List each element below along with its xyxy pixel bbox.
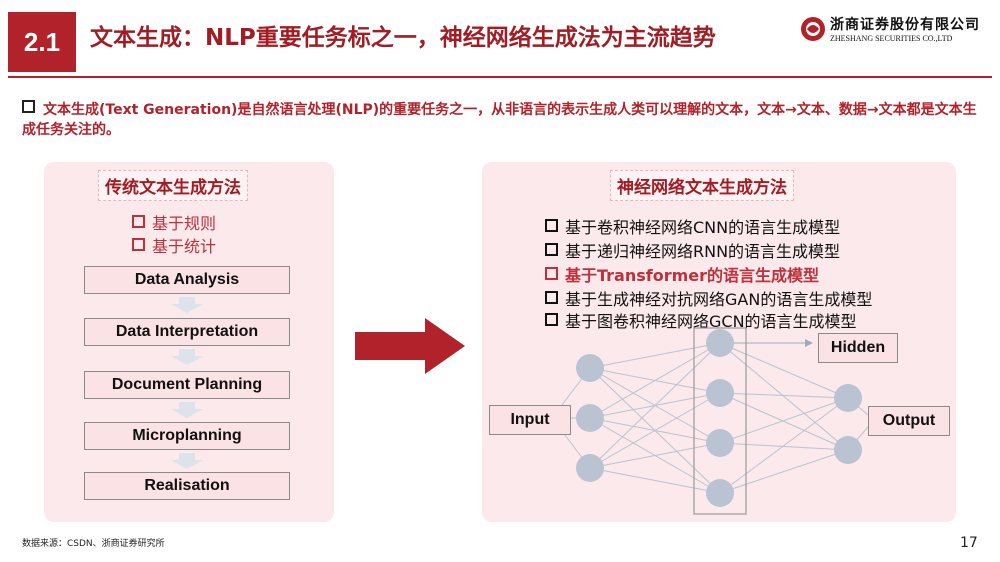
hidden-label: Hidden: [818, 333, 898, 363]
output-node: [834, 384, 862, 412]
page-title: 文本生成：NLP重要任务标之一，神经网络生成法为主流趋势: [90, 25, 716, 51]
output-node: [834, 436, 862, 464]
bullet-label: 基于规则: [152, 214, 217, 233]
logo-mark-icon: [801, 17, 825, 41]
network-connections: [551, 342, 875, 494]
model-item-cnn: 基于卷积神经网络CNN的语言生成模型: [545, 214, 840, 238]
down-arrow-icon: [171, 349, 203, 365]
model-item-rnn: 基于递归神经网络RNN的语言生成模型: [545, 238, 840, 262]
bullet-square-icon: [545, 243, 558, 256]
input-node: [576, 454, 604, 482]
right-arrow-icon: [355, 318, 465, 374]
bullet-label: 基于统计: [152, 237, 217, 256]
header-divider: [8, 76, 992, 78]
input-label: Input: [489, 405, 571, 435]
bullet-square-icon: [132, 215, 145, 228]
logo-name-cn: 浙商证券股份有限公司: [830, 17, 980, 33]
model-item-label: 基于卷积神经网络CNN的语言生成模型: [565, 218, 841, 237]
bullet-square-icon: [22, 100, 35, 113]
bullet-statistics: 基于统计: [132, 233, 216, 257]
input-node: [576, 354, 604, 382]
page-number: 17: [960, 535, 978, 551]
intro-paragraph: 文本生成(Text Generation)是自然语言处理(NLP)的重要任务之一…: [22, 100, 982, 140]
down-arrow-icon: [171, 402, 203, 418]
bullet-rules: 基于规则: [132, 210, 216, 234]
output-label: Output: [868, 406, 950, 436]
model-item-label: 基于图卷积神经网络GCN的语言生成模型: [565, 312, 857, 331]
source-note: 数据来源：CSDN、浙商证券研究所: [22, 539, 165, 549]
bullet-square-icon: [545, 291, 558, 304]
model-item-gcn: 基于图卷积神经网络GCN的语言生成模型: [545, 308, 857, 332]
hidden-node: [706, 429, 734, 457]
model-item-transformer: 基于Transformer的语言生成模型: [545, 262, 819, 286]
down-arrow-icon: [171, 297, 203, 313]
hidden-node: [706, 479, 734, 507]
step-data-interpretation: Data Interpretation: [84, 318, 290, 346]
traditional-methods-title: 传统文本生成方法: [98, 170, 248, 201]
input-node: [576, 404, 604, 432]
bullet-square-icon: [545, 219, 558, 232]
bullet-square-icon: [545, 313, 558, 326]
bullet-square-icon: [132, 238, 145, 251]
step-data-analysis: Data Analysis: [84, 266, 290, 294]
model-item-gan: 基于生成神经对抗网络GAN的语言生成模型: [545, 286, 872, 310]
hidden-node: [706, 329, 734, 357]
company-logo: 浙商证券股份有限公司 ZHESHANG SECURITIES CO.,LTD: [800, 14, 980, 54]
step-microplanning: Microplanning: [84, 422, 290, 450]
model-item-label: 基于递归神经网络RNN的语言生成模型: [565, 242, 841, 261]
neural-methods-title: 神经网络文本生成方法: [610, 170, 794, 201]
hidden-node: [706, 379, 734, 407]
model-item-label: 基于Transformer的语言生成模型: [565, 266, 820, 285]
down-arrow-icon: [171, 453, 203, 469]
step-realisation: Realisation: [84, 472, 290, 500]
bullet-square-icon: [545, 267, 558, 280]
step-document-planning: Document Planning: [84, 371, 290, 399]
intro-text: 文本生成(Text Generation)是自然语言处理(NLP)的重要任务之一…: [22, 102, 977, 138]
neural-network-diagram: [551, 327, 875, 515]
logo-name-en: ZHESHANG SECURITIES CO.,LTD: [830, 34, 953, 43]
section-badge: 2.1: [8, 12, 76, 72]
hidden-layer-frame: [693, 327, 747, 515]
model-item-label: 基于生成神经对抗网络GAN的语言生成模型: [565, 290, 873, 309]
network-nodes: [576, 329, 862, 507]
